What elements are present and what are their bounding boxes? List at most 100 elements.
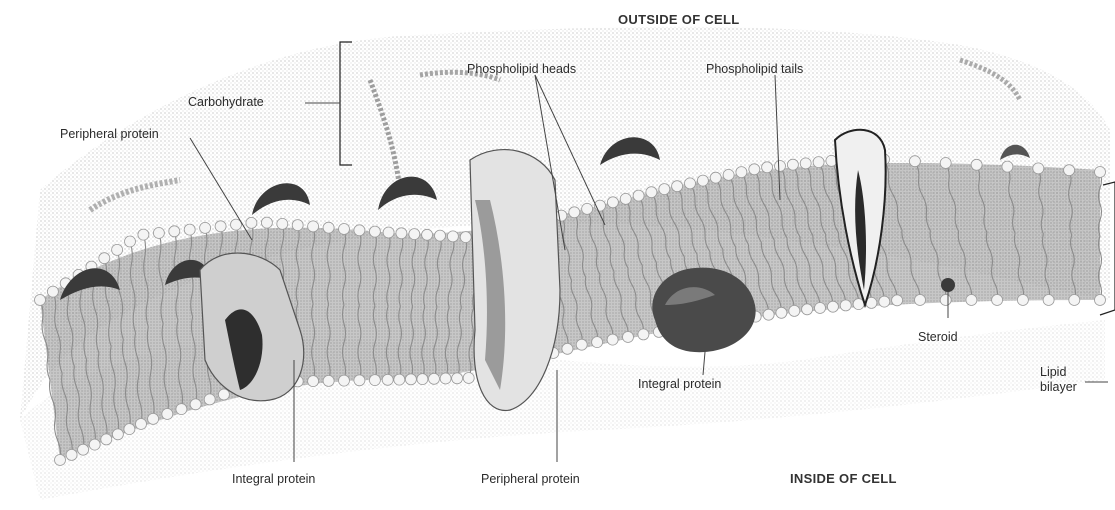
outside-of-cell-heading: OUTSIDE OF CELL <box>618 12 740 27</box>
phospholipid-head <box>452 373 463 384</box>
phospholipid-head <box>66 449 77 460</box>
phospholipid-head <box>562 343 573 354</box>
steroid-label: Steroid <box>918 330 958 344</box>
phospholipid-head <box>1033 163 1044 174</box>
phospholipid-head <box>685 178 696 189</box>
phospholipid-head <box>169 226 180 237</box>
phospholipid-head <box>148 413 159 424</box>
phospholipid-head <box>383 227 394 238</box>
phospholipid-head <box>915 295 926 306</box>
phospholipid-head <box>556 210 567 221</box>
phospholipid-head <box>827 301 838 312</box>
phospholipid-head <box>1095 167 1106 178</box>
phospholipid-head <box>162 409 173 420</box>
phospholipid-head <box>1064 165 1075 176</box>
phospholipid-head <box>762 162 773 173</box>
phospholipid-head <box>1017 295 1028 306</box>
phospholipid-head <box>672 181 683 192</box>
phospholipid-head <box>339 224 350 235</box>
phospholipid-head <box>787 159 798 170</box>
phospholipid-head <box>405 374 416 385</box>
phospholipid-head <box>775 161 786 172</box>
phospholipid-head <box>892 295 903 306</box>
phospholipid-head <box>992 295 1003 306</box>
phospholipid-head <box>323 222 334 233</box>
phospholipid-head <box>659 184 670 195</box>
phospholipid-head <box>138 229 149 240</box>
phospholipid-head <box>112 429 123 440</box>
phospholipid-head <box>99 253 110 264</box>
phospholipid-head <box>638 329 649 340</box>
phospholipid-head <box>55 455 66 466</box>
phospholipid-tails-label: Phospholipid tails <box>706 62 803 76</box>
phospholipid-head <box>736 167 747 178</box>
phospholipid-head <box>582 203 593 214</box>
phospholipid-head <box>200 222 211 233</box>
phospholipid-head <box>723 169 734 180</box>
phospholipid-head <box>396 228 407 239</box>
phospholipid-head <box>369 226 380 237</box>
phospholipid-head <box>1002 161 1013 172</box>
phospholipid-head <box>124 424 135 435</box>
phospholipid-head <box>47 286 58 297</box>
phospholipid-head <box>592 337 603 348</box>
bilayer-label: bilayer <box>1040 380 1077 394</box>
phospholipid-head <box>153 228 164 239</box>
phospholipid-head <box>136 419 147 430</box>
phospholipid-head <box>879 296 890 307</box>
phospholipid-head <box>339 375 350 386</box>
integral-protein-middle <box>652 268 755 353</box>
phospholipid-head <box>101 434 112 445</box>
phospholipid-head <box>292 220 303 231</box>
phospholipid-head <box>463 373 474 384</box>
phospholipid-head <box>204 394 215 405</box>
phospholipid-head <box>623 332 634 343</box>
phospholipid-head <box>789 305 800 316</box>
phospholipid-head <box>246 217 257 228</box>
phospholipid-head <box>749 164 760 175</box>
lipid-label: Lipid <box>1040 365 1066 379</box>
phospholipid-head <box>447 231 458 242</box>
phospholipid-head <box>1043 295 1054 306</box>
phospholipid-head <box>940 295 951 306</box>
phospholipid-head <box>763 309 774 320</box>
phospholipid-head <box>435 230 446 241</box>
phospholipid-head <box>966 295 977 306</box>
phospholipid-heads-label: Phospholipid heads <box>467 62 576 76</box>
phospholipid-head <box>125 236 136 247</box>
phospholipid-head <box>1095 295 1106 306</box>
phospholipid-head <box>277 218 288 229</box>
phospholipid-head <box>261 217 272 228</box>
steroid-molecule <box>941 278 955 292</box>
phospholipid-head <box>840 300 851 311</box>
phospholipid-head <box>802 304 813 315</box>
carbohydrate-label: Carbohydrate <box>188 95 264 109</box>
phospholipid-head <box>308 221 319 232</box>
phospholipid-head <box>815 303 826 314</box>
phospholipid-head <box>184 224 195 235</box>
peripheral-protein-top-label: Peripheral protein <box>60 127 159 141</box>
phospholipid-head <box>940 158 951 169</box>
phospholipid-head <box>440 373 451 384</box>
phospholipid-head <box>576 339 587 350</box>
phospholipid-head <box>89 439 100 450</box>
peripheral-protein-bottom-label: Peripheral protein <box>481 472 580 486</box>
phospholipid-head <box>710 172 721 183</box>
phospholipid-head <box>646 187 657 198</box>
phospholipid-head <box>800 158 811 169</box>
phospholipid-head <box>607 334 618 345</box>
phospholipid-head <box>215 221 226 232</box>
phospholipid-head <box>429 373 440 384</box>
phospholipid-head <box>354 225 365 236</box>
phospholipid-head <box>607 197 618 208</box>
phospholipid-head <box>909 156 920 167</box>
phospholipid-head <box>112 244 123 255</box>
phospholipid-head <box>1069 295 1080 306</box>
phospholipid-head <box>569 207 580 218</box>
phospholipid-head <box>620 193 631 204</box>
phospholipid-head <box>394 374 405 385</box>
phospholipid-head <box>460 232 471 243</box>
phospholipid-head <box>35 295 46 306</box>
phospholipid-head <box>218 389 229 400</box>
